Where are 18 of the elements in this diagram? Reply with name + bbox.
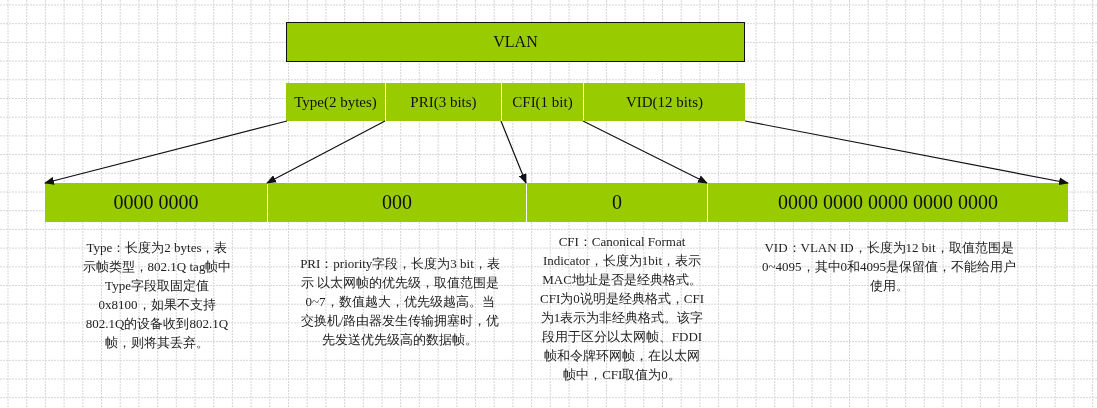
header-bar: VLAN [286, 22, 745, 62]
field-box: Type(2 bytes) [286, 83, 385, 121]
value-box: 0 [527, 183, 707, 222]
arrow [44, 120, 288, 185]
field-box: CFI(1 bit) [502, 83, 583, 121]
arrow [266, 120, 386, 184]
value-box: 0000 0000 [45, 183, 267, 222]
value-box: 0000 0000 0000 0000 0000 [708, 183, 1068, 222]
description-text: CFI：Canonical Format Indicator，长度为1bit，表示MAC地址是否是经典格式。CFI为0说明是经典格式，CFI为1表示为非经典格式。该字段用于区分以太网帧、FDDI帧和令牌环网帧，在以太网帧中，CFI取值为0。 [539, 233, 705, 384]
arrow [582, 120, 708, 184]
field-box: VID(12 bits) [584, 83, 745, 121]
arrow [744, 120, 1069, 186]
description-text: PRI：priority字段，长度为3 bit，表示 以太网帧的优先级，取值范围是0~7，数值越大，优先级越高。当交换机/路由器发生传输拥塞时，优先发送优先级高的数据帧。 [300, 255, 500, 349]
description-text: VID：VLAN ID，长度为12 bit，取值范围是0~4095，其中0和4095是保留值，不能给用户使用。 [760, 239, 1017, 295]
description-text: Type：长度为2 bytes，表示帧类型，802.1Q tag帧中Type字段取固定值0x8100，如果不支持802.1Q的设备收到802.1Q帧，则将其丢弃。 [82, 239, 232, 352]
arrow [500, 120, 527, 184]
value-box: 000 [268, 183, 526, 222]
field-box: PRI(3 bits) [386, 83, 501, 121]
